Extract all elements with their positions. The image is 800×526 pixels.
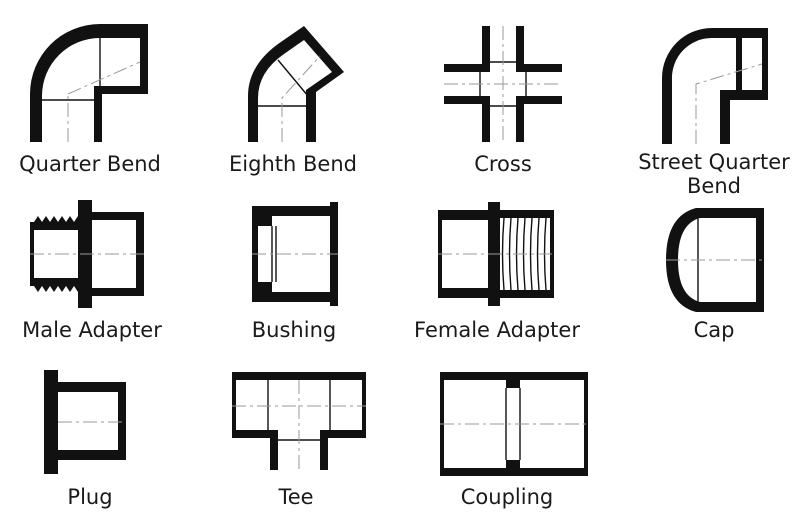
label-bushing: Bushing <box>251 318 337 342</box>
cross-drawing <box>444 26 562 142</box>
female-adapter-drawing <box>438 202 556 306</box>
label-eighth-bend: Eighth Bend <box>229 152 357 176</box>
label-cap: Cap <box>693 318 735 342</box>
label-male-adapter: Male Adapter <box>22 318 162 342</box>
label-tee: Tee <box>278 485 314 509</box>
quarter-bend-drawing <box>30 24 152 142</box>
label-street-quarter-bend-line-1: Street Quarter <box>638 150 790 174</box>
label-street-quarter-bend-line-2: Bend <box>687 174 741 198</box>
tee-drawing <box>232 372 366 470</box>
cap-drawing <box>666 208 764 312</box>
label-cross: Cross <box>474 152 532 176</box>
bushing-drawing <box>252 202 338 306</box>
street-quarter-bend-drawing <box>662 28 770 144</box>
label-quarter-bend: Quarter Bend <box>19 152 161 176</box>
label-female-adapter: Female Adapter <box>414 318 580 342</box>
plug-drawing <box>44 370 128 474</box>
coupling-drawing <box>440 372 588 476</box>
label-coupling: Coupling <box>460 485 554 509</box>
label-plug: Plug <box>67 485 113 509</box>
eighth-bend-drawing <box>248 26 348 142</box>
male-adapter-drawing <box>30 200 146 308</box>
